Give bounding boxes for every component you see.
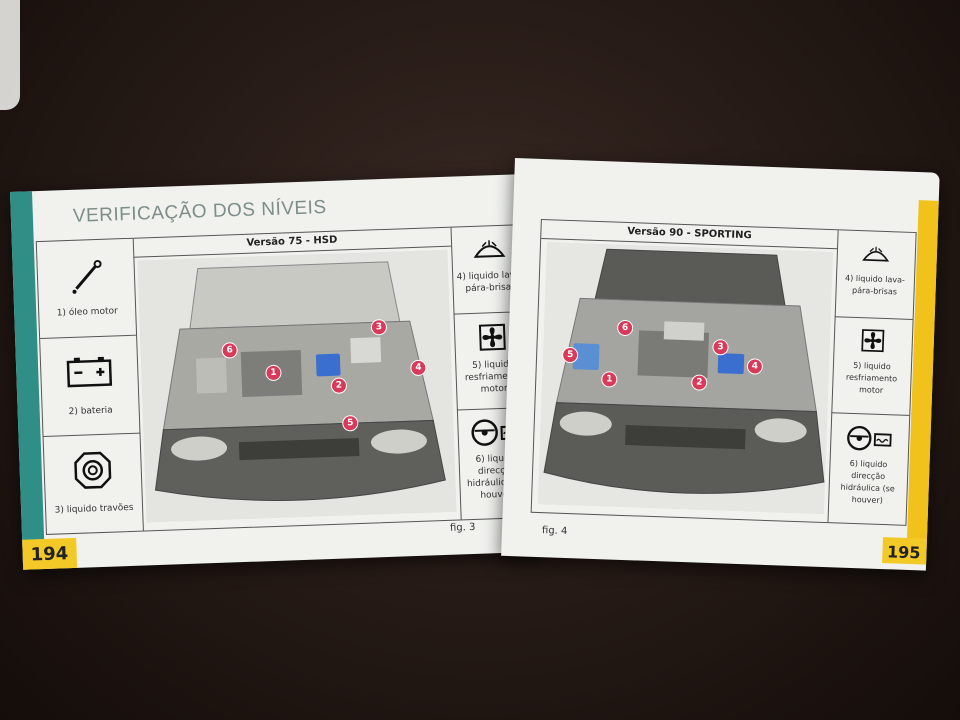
brake-fluid-reservoir — [717, 353, 745, 375]
version-title: Versão 90 - SPORTING — [627, 225, 752, 242]
brake-fluid-icon — [74, 451, 112, 489]
manual-page-left: VERIFICAÇÃO DOS NÍVEIS 1) óleo motor 2) — [10, 173, 543, 570]
figure-label: fig. 4 — [541, 525, 568, 538]
page-number: 195 — [886, 542, 921, 563]
windscreen-washer-icon — [862, 246, 890, 262]
power-steering-icon — [847, 425, 892, 451]
engine-photo-right: 1 2 3 4 5 6 — [537, 242, 833, 514]
engine-photo-left: 1 2 3 4 5 6 — [137, 249, 457, 523]
engine-illustration — [537, 242, 833, 514]
engine-illustration — [137, 249, 457, 523]
radiator-fan-icon — [861, 329, 885, 353]
item-battery: 2) bateria — [40, 336, 139, 435]
manual-page-right: Versão 90 - SPORTING 1 2 3 4 5 6 — [501, 158, 940, 571]
item-label: 4) liquido lava-pára-brisas — [844, 273, 905, 297]
item-washer: 4) liquido lava-pára-brisas — [835, 230, 916, 319]
windscreen-washer-icon — [473, 240, 506, 258]
levels-table-left: 1) óleo motor 2) bateria 3) liquido trav… — [35, 223, 538, 535]
coolant-reservoir — [315, 353, 341, 377]
item-power-steering: 6) liquido direcção hidráulica (se houve… — [828, 413, 910, 524]
paper-scrap — [0, 0, 20, 110]
figure-label: fig. 3 — [449, 521, 476, 534]
levels-table-right: Versão 90 - SPORTING 1 2 3 4 5 6 — [530, 218, 917, 526]
item-label: 5) liquido resfriamento motor — [845, 360, 898, 395]
oil-dipstick-icon — [72, 259, 102, 294]
section-title: VERIFICAÇÃO DOS NÍVEIS — [72, 196, 327, 227]
radiator-fan-icon — [478, 323, 506, 351]
item-label: 6) liquido direcção hidráulica (se houve… — [840, 458, 895, 506]
item-label: 3) liquido travões — [54, 502, 134, 516]
version-title: Versão 75 - HSD — [246, 234, 338, 249]
battery-icon — [66, 356, 113, 388]
page-number: 194 — [30, 543, 69, 566]
item-label: 2) bateria — [68, 405, 113, 418]
item-label: 1) óleo motor — [56, 306, 118, 319]
item-brake-fluid: 3) liquido travões — [44, 434, 143, 533]
item-coolant: 5) liquido resfriamento motor — [454, 312, 533, 410]
item-coolant: 5) liquido resfriamento motor — [831, 317, 912, 415]
item-washer: 4) liquido lava-pára-brisas — [451, 225, 530, 314]
item-oil: 1) óleo motor — [37, 239, 136, 338]
